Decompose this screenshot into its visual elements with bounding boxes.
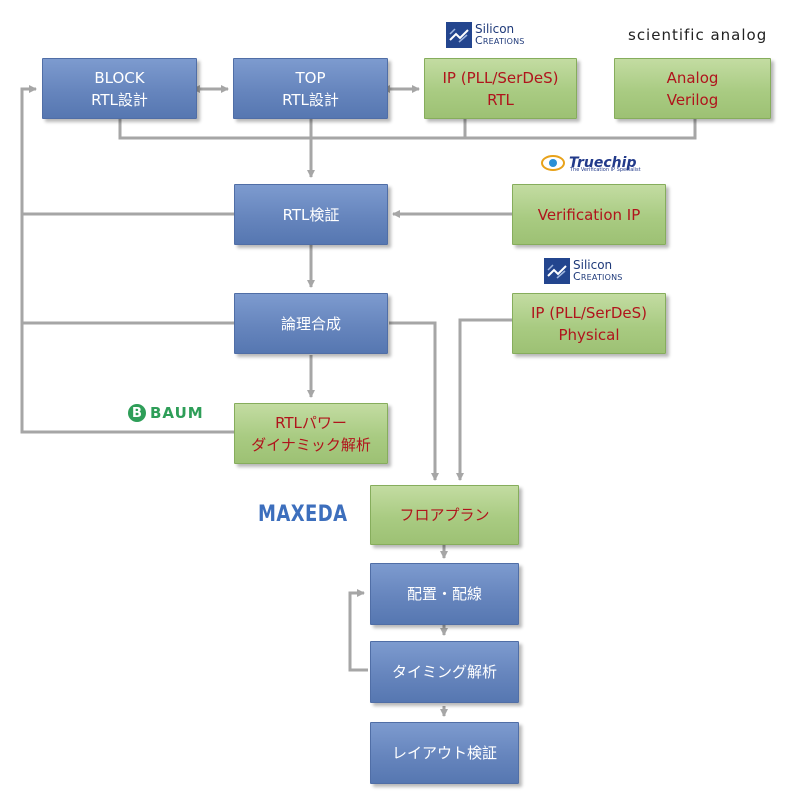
rtl-power-analysis-box: RTLパワー ダイナミック解析 [234, 403, 388, 464]
ip-physical-line1: IP (PLL/SerDeS) [531, 303, 647, 322]
truechip-mark-icon [541, 155, 565, 171]
layout-verification-box: レイアウト検証 [370, 722, 519, 784]
silicon-creations-line2: Creations [573, 270, 623, 283]
verification-ip-box: Verification IP [512, 184, 666, 245]
rtl-verify-label: RTL検証 [282, 205, 340, 224]
top-rtl-line2: RTL設計 [282, 90, 339, 109]
baum-logo: B BAUM [128, 404, 204, 422]
ip-rtl-line2: RTL [487, 90, 514, 109]
silicon-creations-line1: Silicon [573, 258, 613, 272]
block-rtl-line1: BLOCK [94, 68, 145, 87]
top-rtl-line1: TOP [295, 68, 326, 87]
ip-physical-box: IP (PLL/SerDeS) Physical [512, 293, 666, 354]
baum-name: BAUM [150, 404, 204, 422]
floorplan-label: フロアプラン [399, 506, 490, 524]
scientific-analog-logo: scientific analog [628, 26, 768, 44]
silicon-creations-line1: Silicon [475, 22, 515, 36]
block-rtl-line2: RTL設計 [91, 90, 148, 109]
truechip-logo: Truechip The Verification IP Specialist [540, 150, 650, 176]
arrow-synthesis-floorplan [389, 321, 439, 481]
layout-verify-label: レイアウト検証 [391, 744, 497, 762]
silicon-creations-mark-icon [544, 258, 570, 284]
connector-top-row [118, 119, 697, 140]
timing-label: タイミング解析 [391, 663, 497, 681]
arrow-ipphys-floorplan [456, 318, 512, 481]
timing-analysis-box: タイミング解析 [370, 641, 519, 703]
rtl-power-line1: RTLパワー [275, 413, 347, 432]
floorplan-box: フロアプラン [370, 485, 519, 545]
top-rtl-design-box: TOP RTL設計 [233, 58, 388, 119]
analog-verilog-line1: Analog [666, 68, 719, 87]
block-rtl-design-box: BLOCK RTL設計 [42, 58, 197, 119]
truechip-tagline: The Verification IP Specialist [570, 167, 641, 173]
feedback-power-to-block [20, 85, 234, 434]
logic-synthesis-box: 論理合成 [234, 293, 388, 354]
baum-mark-icon: B [128, 404, 146, 422]
rtl-verification-box: RTL検証 [234, 184, 388, 245]
rtl-power-line2: ダイナミック解析 [251, 435, 371, 454]
ip-rtl-line1: IP (PLL/SerDeS) [442, 68, 559, 87]
place-route-label: 配置・配線 [406, 585, 482, 603]
analog-verilog-line2: Verilog [666, 90, 719, 109]
ip-physical-line2: Physical [558, 325, 620, 344]
feedback-timing-place [348, 589, 368, 672]
verification-ip-label: Verification IP [537, 205, 641, 224]
silicon-creations-mark-icon [446, 22, 472, 48]
ip-rtl-box: IP (PLL/SerDeS) RTL [424, 58, 577, 119]
synthesis-label: 論理合成 [280, 314, 341, 333]
analog-verilog-box: Analog Verilog [614, 58, 771, 119]
maxeda-logo: MAXEDA [258, 502, 348, 527]
silicon-creations-line2: Creations [475, 34, 525, 47]
silicon-creations-logo-top: Silicon Creations [446, 22, 525, 48]
place-route-box: 配置・配線 [370, 563, 519, 625]
silicon-creations-logo-mid: Silicon Creations [544, 258, 623, 284]
truechip-name: Truechip [569, 155, 637, 171]
